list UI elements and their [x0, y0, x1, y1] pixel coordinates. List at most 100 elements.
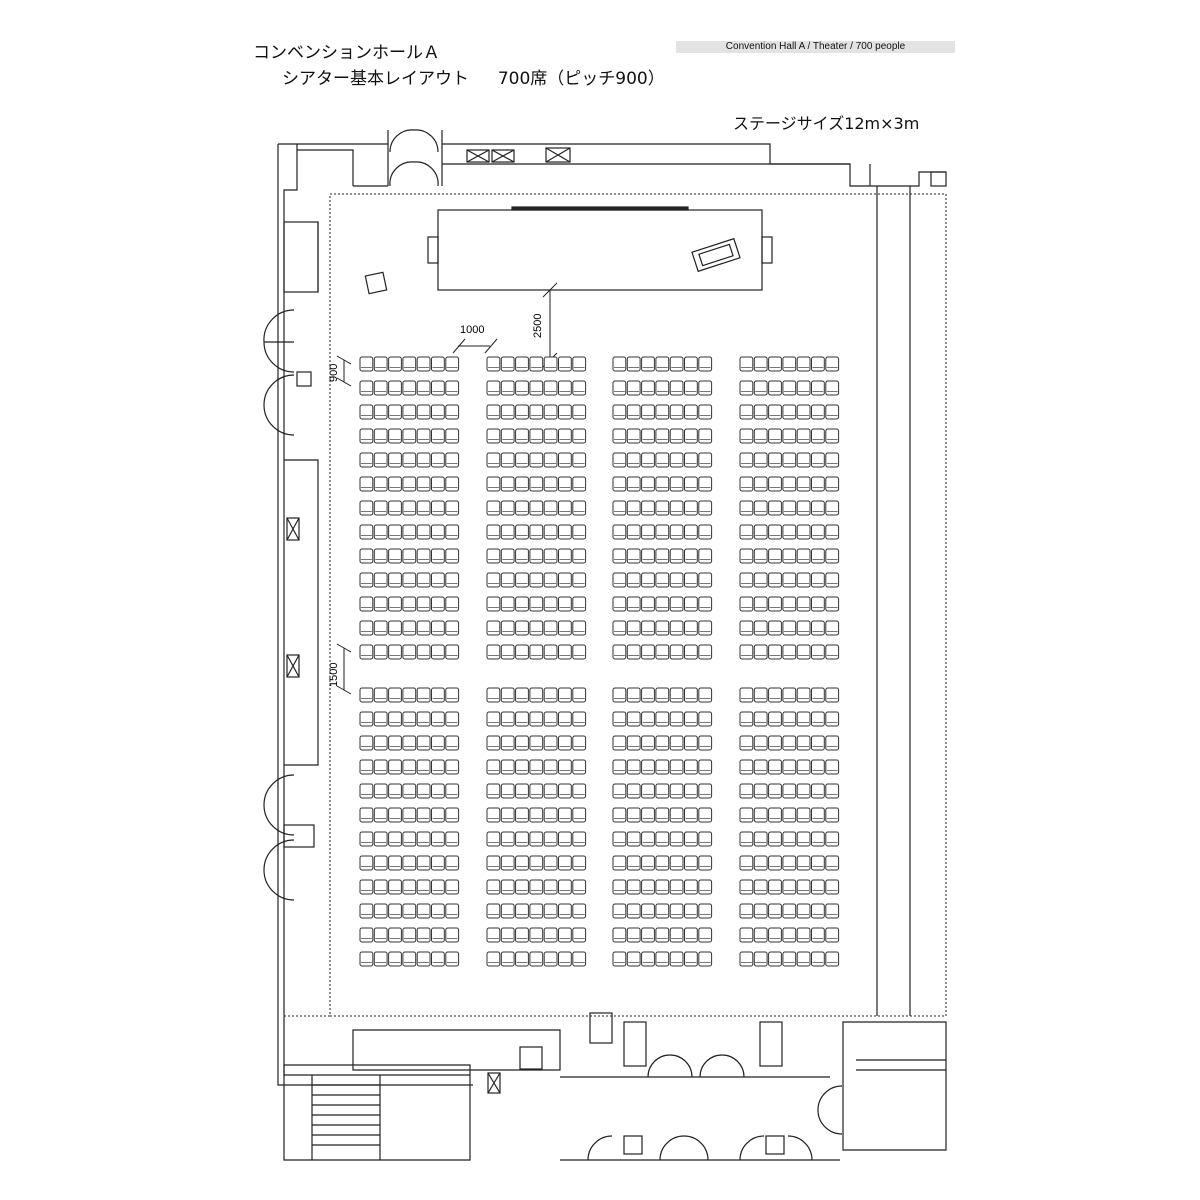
seat: [359, 951, 374, 967]
seat: [684, 548, 698, 564]
seat: [529, 476, 544, 492]
seat-row: [739, 500, 840, 516]
seat: [612, 927, 627, 943]
seat: [626, 951, 641, 967]
seat: [626, 572, 641, 588]
seat: [811, 596, 825, 612]
seat: [388, 404, 402, 420]
seat: [558, 452, 572, 468]
seat: [416, 927, 431, 943]
dim-stage-gap: 2500: [532, 314, 544, 338]
seat: [402, 903, 417, 919]
seat: [753, 404, 768, 420]
seat-row: [612, 500, 713, 516]
seat-row: [612, 927, 713, 943]
seat: [626, 356, 641, 372]
seat: [811, 831, 825, 847]
seat: [558, 524, 572, 540]
seat: [558, 783, 572, 799]
seat: [529, 687, 544, 703]
seat: [445, 428, 460, 444]
seat: [445, 783, 460, 799]
seat: [431, 644, 445, 660]
seat: [388, 831, 402, 847]
seat: [782, 548, 797, 564]
seat: [543, 500, 558, 516]
seat: [486, 711, 501, 727]
seat: [753, 831, 768, 847]
seat-row: [739, 855, 840, 871]
seat: [811, 380, 825, 396]
seat: [500, 735, 515, 751]
seat: [359, 783, 374, 799]
seat: [612, 500, 627, 516]
seat: [669, 927, 684, 943]
seat-row: [612, 831, 713, 847]
seat: [388, 500, 402, 516]
seat: [388, 596, 402, 612]
seat: [416, 452, 431, 468]
seat-row: [486, 356, 587, 372]
seat: [500, 879, 515, 895]
seat: [486, 903, 501, 919]
seat: [572, 500, 587, 516]
seat: [825, 404, 840, 420]
seat-row: [486, 596, 587, 612]
seat: [753, 783, 768, 799]
seat: [782, 759, 797, 775]
seat: [558, 807, 572, 823]
seat: [698, 596, 713, 612]
seat: [698, 831, 713, 847]
seat: [782, 596, 797, 612]
seat: [825, 735, 840, 751]
seat: [543, 356, 558, 372]
seat: [641, 711, 655, 727]
seat: [782, 879, 797, 895]
seat: [641, 356, 655, 372]
seat: [416, 428, 431, 444]
seat: [402, 927, 417, 943]
seat: [698, 807, 713, 823]
seat: [698, 524, 713, 540]
seat: [825, 620, 840, 636]
seat: [768, 879, 782, 895]
seat-row: [359, 548, 460, 564]
seat: [486, 927, 501, 943]
seat: [669, 879, 684, 895]
seat: [669, 903, 684, 919]
seat: [612, 807, 627, 823]
seat-row: [739, 951, 840, 967]
seat: [825, 783, 840, 799]
seat: [796, 687, 811, 703]
seat: [416, 903, 431, 919]
seat-row: [612, 783, 713, 799]
seat: [669, 500, 684, 516]
seat: [558, 903, 572, 919]
seat: [782, 807, 797, 823]
seat: [684, 380, 698, 396]
seat: [641, 903, 655, 919]
seat: [500, 596, 515, 612]
seat: [768, 903, 782, 919]
seat: [626, 927, 641, 943]
seat: [825, 356, 840, 372]
seat: [515, 807, 529, 823]
seat: [572, 711, 587, 727]
seat: [684, 500, 698, 516]
seat-row: [359, 879, 460, 895]
seat: [768, 644, 782, 660]
seat: [782, 620, 797, 636]
seat: [529, 356, 544, 372]
seat: [515, 524, 529, 540]
seat: [768, 356, 782, 372]
seat: [500, 951, 515, 967]
seat-row: [486, 548, 587, 564]
seat: [402, 476, 417, 492]
seat: [445, 500, 460, 516]
seat: [698, 711, 713, 727]
seat: [388, 855, 402, 871]
seat: [626, 783, 641, 799]
seat: [626, 452, 641, 468]
seat: [655, 807, 670, 823]
seat: [543, 452, 558, 468]
